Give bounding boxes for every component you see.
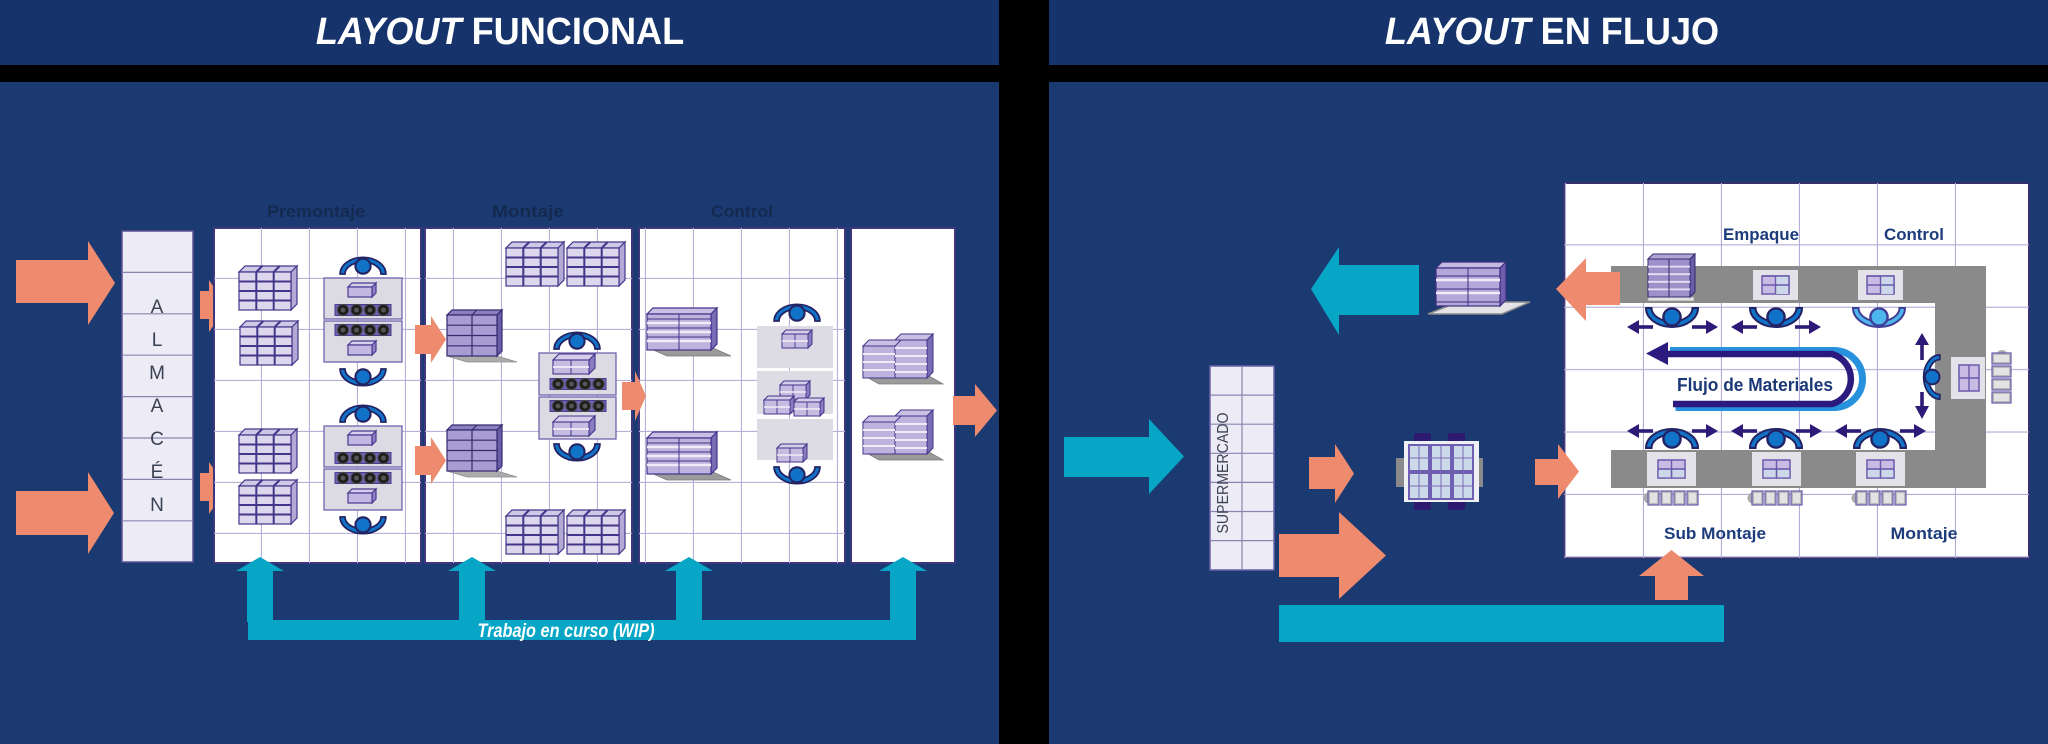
- svg-text:A: A: [151, 297, 164, 318]
- svg-text:SUPERMERCADO: SUPERMERCADO: [1215, 413, 1232, 534]
- svg-text:N: N: [150, 495, 164, 516]
- svg-text:É: É: [151, 462, 164, 483]
- svg-text:A: A: [151, 396, 164, 417]
- svg-text:Flujo de Materiales: Flujo de Materiales: [1677, 375, 1833, 395]
- svg-text:L: L: [152, 330, 163, 351]
- svg-text:Control: Control: [711, 202, 773, 221]
- svg-text:Control: Control: [1884, 225, 1944, 244]
- svg-text:Premontaje: Premontaje: [267, 202, 365, 221]
- svg-text:M: M: [149, 363, 165, 384]
- svg-text:Trabajo en curso (WIP): Trabajo en curso (WIP): [478, 621, 655, 642]
- svg-text:Montaje: Montaje: [492, 202, 564, 221]
- svg-text:C: C: [150, 429, 164, 450]
- svg-text:Empaque: Empaque: [1723, 225, 1799, 244]
- svg-text:Sub Montaje: Sub Montaje: [1664, 524, 1766, 543]
- svg-text:Montaje: Montaje: [1891, 524, 1958, 543]
